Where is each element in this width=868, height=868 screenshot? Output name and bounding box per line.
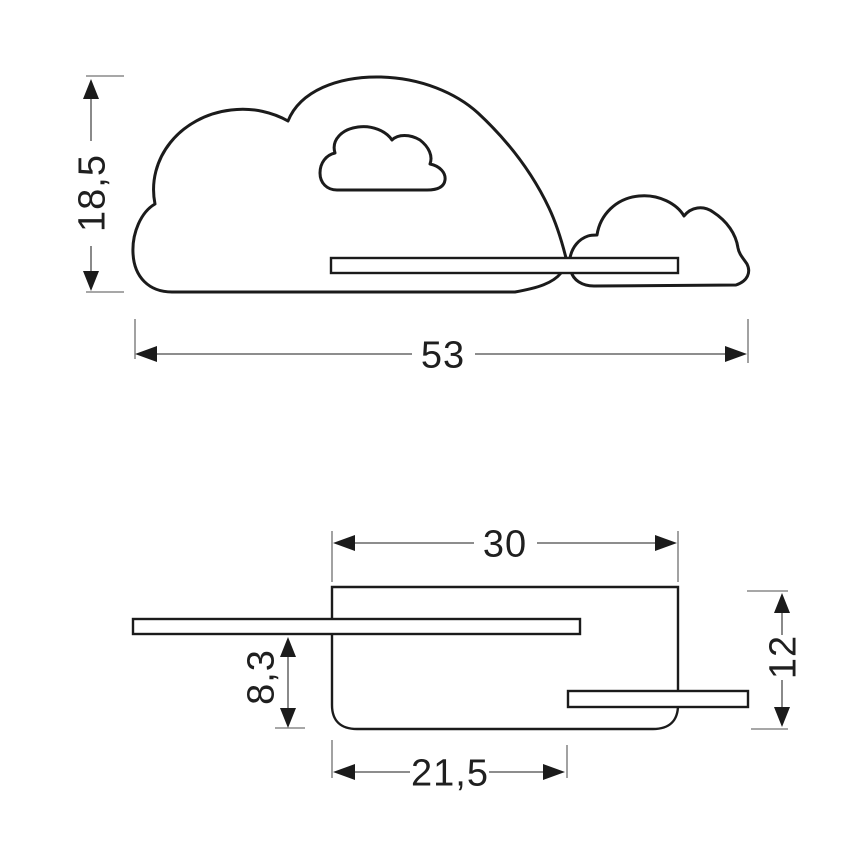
dim-label-side-shelf-offset: 8,3 <box>240 649 282 705</box>
front-view: 18,5 53 <box>71 75 751 376</box>
arrowhead-right <box>543 764 565 780</box>
arrowhead-up <box>774 593 790 613</box>
side-view: 30 12 8,3 <box>131 523 804 794</box>
dim-label-side-width-bottom: 21,5 <box>411 752 489 794</box>
shelf-front-bar <box>329 256 680 275</box>
arrowhead-right <box>725 346 747 362</box>
dim-label-front-width: 53 <box>421 334 465 376</box>
arrowhead-down <box>280 708 296 728</box>
dim-side-height: 12 <box>747 590 804 730</box>
arrowhead-left <box>333 535 355 551</box>
arrowhead-right <box>655 535 677 551</box>
dim-front-height: 18,5 <box>71 75 124 293</box>
arrowhead-up <box>280 637 296 657</box>
inner-cloud-cutout <box>318 125 447 192</box>
wall-bracket-side <box>566 689 750 709</box>
dim-side-shelf-offset: 8,3 <box>240 637 305 729</box>
dim-side-width-bottom: 21,5 <box>331 740 568 794</box>
dim-label-side-width-top: 30 <box>483 523 527 565</box>
arrowhead-down <box>83 271 99 291</box>
shelf-board-side <box>131 617 582 636</box>
dim-label-side-height: 12 <box>762 635 804 679</box>
dim-side-width-top: 30 <box>331 523 679 582</box>
arrowhead-up <box>83 79 99 99</box>
arrowhead-left <box>135 346 157 362</box>
arrowhead-down <box>774 707 790 727</box>
arrowhead-left <box>333 764 355 780</box>
dim-label-front-height: 18,5 <box>71 154 113 232</box>
dim-front-width: 53 <box>134 319 749 376</box>
